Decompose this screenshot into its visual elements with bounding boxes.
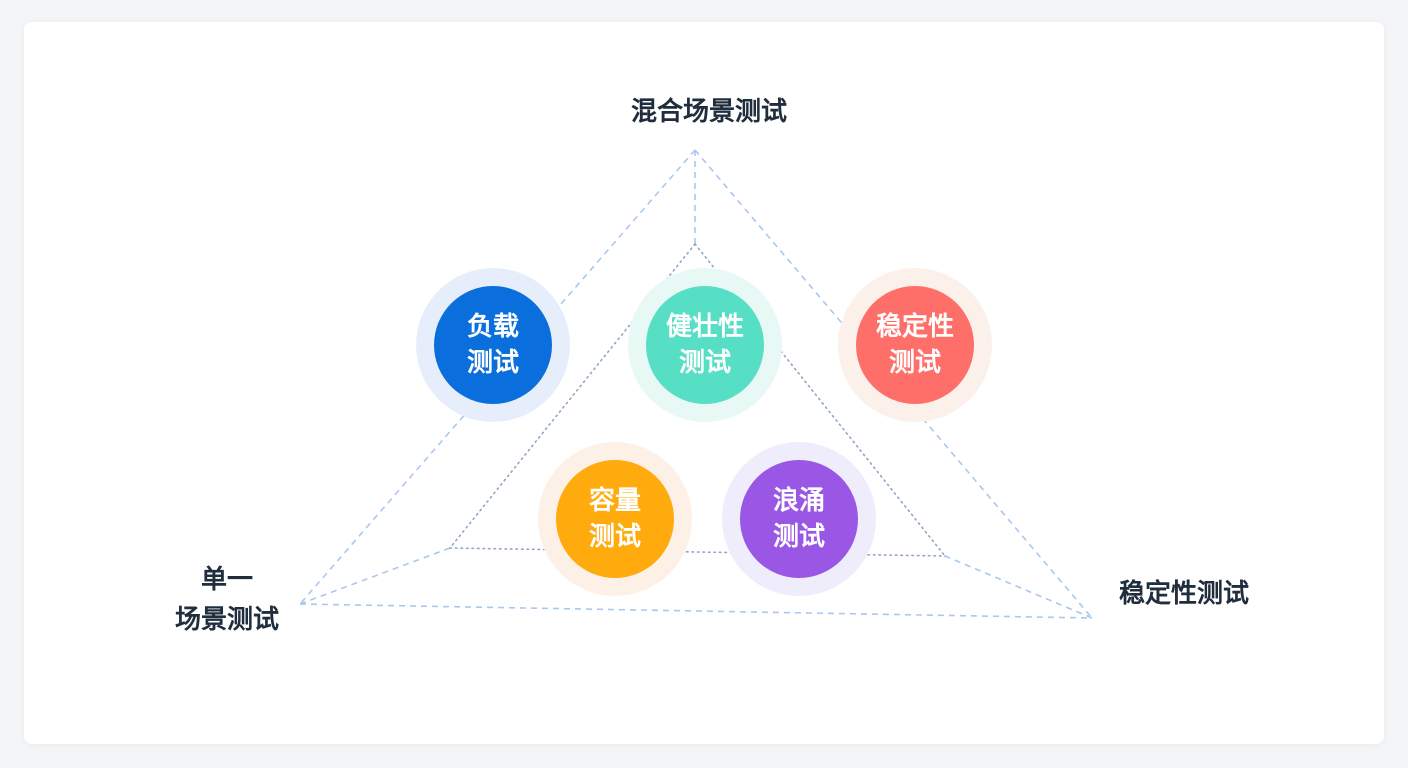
bubble-surge-test: 浪涌 测试: [740, 460, 858, 578]
vertex-right-text: 稳定性测试: [1118, 579, 1249, 609]
vertex-left-line2: 场景测试: [174, 605, 279, 635]
vertex-left-line1: 单一: [200, 565, 253, 595]
bubble-halo-load: 负载 测试: [416, 268, 570, 422]
bubble-capacity-line2: 测试: [588, 522, 641, 552]
bubble-capacity-test: 容量 测试: [556, 460, 674, 578]
vertex-label-right: 稳定性测试: [1104, 574, 1264, 614]
bubble-stability-line1: 稳定性: [875, 312, 954, 342]
bubble-surge-line2: 测试: [772, 522, 825, 552]
bubble-halo-robustness: 健壮性 测试: [628, 268, 782, 422]
bubble-load-line1: 负载: [466, 312, 519, 342]
bubble-robustness-line1: 健壮性: [665, 312, 744, 342]
bubble-robustness-test: 健壮性 测试: [646, 286, 764, 404]
vertex-label-left: 单一 场景测试: [152, 560, 302, 640]
bubble-robustness-line2: 测试: [678, 348, 731, 378]
bubble-load-test: 负载 测试: [434, 286, 552, 404]
bubble-load-line2: 测试: [466, 348, 519, 378]
bubble-surge-line1: 浪涌: [772, 486, 825, 516]
vertex-top-text: 混合场景测试: [630, 97, 787, 127]
bubble-stability-line2: 测试: [888, 348, 941, 378]
vertex-label-top: 混合场景测试: [609, 92, 809, 132]
bubble-stability-test: 稳定性 测试: [856, 286, 974, 404]
bubble-halo-stability: 稳定性 测试: [838, 268, 992, 422]
bubble-halo-surge: 浪涌 测试: [722, 442, 876, 596]
bubble-halo-capacity: 容量 测试: [538, 442, 692, 596]
bubble-capacity-line1: 容量: [588, 486, 641, 516]
